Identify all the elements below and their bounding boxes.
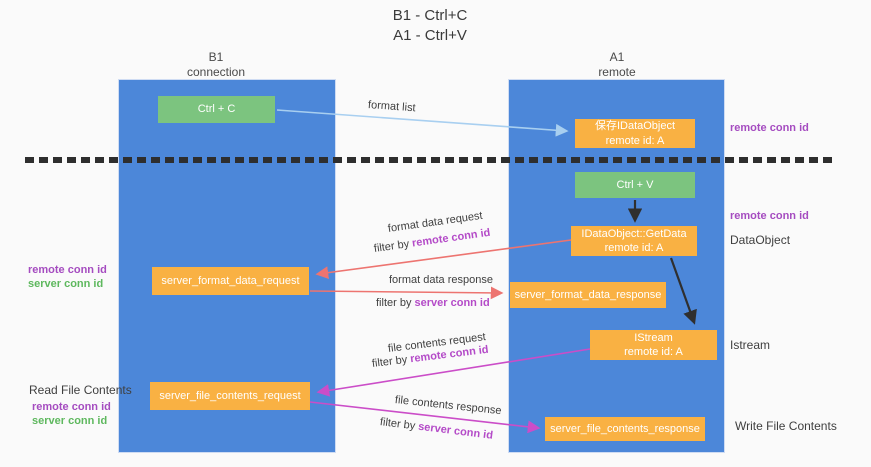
getdata-line1: IDataObject::GetData xyxy=(581,227,687,240)
format-list-label: format list xyxy=(367,99,416,115)
left-column-header: B1 connection xyxy=(146,50,286,80)
save-dataobject-box: 保存IDataObject remote id: A xyxy=(575,119,695,148)
left-server-conn-id-file: server conn id xyxy=(32,415,108,427)
dashed-divider xyxy=(25,157,833,163)
left-remote-conn-id-file: remote conn id xyxy=(32,401,111,413)
left-read-file-contents-label: Read File Contents xyxy=(29,383,132,397)
right-istream-label: Istream xyxy=(730,338,771,352)
right-remote-conn-id-mid: remote conn id xyxy=(730,210,809,222)
right-column-header: A1 remote xyxy=(547,50,687,80)
filter-by-prefix: filter by xyxy=(376,297,415,309)
diagram-title: B1 - Ctrl+C A1 - Ctrl+V xyxy=(330,6,530,47)
file-response-label: server_file_contents_response xyxy=(550,422,700,435)
filter-by-prefix: filter by xyxy=(371,353,411,370)
left-remote-conn-id-format: remote conn id xyxy=(28,264,107,276)
file-contents-response-filter-label: filter by server conn id xyxy=(379,416,493,442)
left-server-conn-id-format: server conn id xyxy=(28,278,104,290)
filter-key-server-conn-id: server conn id xyxy=(414,297,490,309)
right-write-file-contents-label: Write File Contents xyxy=(735,419,837,433)
file-response-box: server_file_contents_response xyxy=(545,417,705,441)
right-remote-conn-id-top: remote conn id xyxy=(730,122,809,134)
ctrl-v-box: Ctrl + V xyxy=(575,172,695,198)
filter-key-remote-conn-id: remote conn id xyxy=(411,226,492,250)
file-contents-response-label: file contents response xyxy=(394,394,503,418)
left-column-type: connection xyxy=(186,65,246,79)
format-data-response-filter-label: filter by server conn id xyxy=(376,297,490,309)
istream-line1: IStream xyxy=(634,331,673,344)
format-data-response-label: format data response xyxy=(389,274,493,286)
filter-key-server-conn-id: server conn id xyxy=(417,420,494,442)
format-response-box: server_format_data_response xyxy=(510,282,666,308)
file-request-label: server_file_contents_request xyxy=(159,389,301,402)
save-dataobject-line2: remote id: A xyxy=(605,134,665,147)
title-line-1: B1 - Ctrl+C xyxy=(392,7,468,24)
istream-line2: remote id: A xyxy=(624,346,683,358)
right-dataobject-label: DataObject xyxy=(730,233,791,247)
getdata-box: IDataObject::GetData remote id: A xyxy=(571,226,697,256)
right-column-type: remote xyxy=(598,65,636,79)
filter-by-prefix: filter by xyxy=(373,237,413,255)
format-response-arrow xyxy=(309,286,504,300)
right-column-name: A1 xyxy=(609,50,625,64)
ctrl-v-label: Ctrl + V xyxy=(616,178,654,191)
file-request-box: server_file_contents_request xyxy=(150,382,310,410)
getdata-line2: remote id: A xyxy=(604,242,664,254)
format-request-label: server_format_data_request xyxy=(161,274,300,287)
filter-by-prefix: filter by xyxy=(379,416,419,433)
ctrl-c-label: Ctrl + C xyxy=(197,103,236,116)
istream-box: IStream remote id: A xyxy=(590,330,717,360)
save-dataobject-line1: 保存IDataObject xyxy=(594,120,676,133)
format-response-label: server_format_data_response xyxy=(514,288,662,301)
ctrl-c-box: Ctrl + C xyxy=(158,96,275,123)
format-request-box: server_format_data_request xyxy=(152,267,309,295)
title-line-2: A1 - Ctrl+V xyxy=(393,27,467,45)
left-column-name: B1 xyxy=(208,50,224,64)
